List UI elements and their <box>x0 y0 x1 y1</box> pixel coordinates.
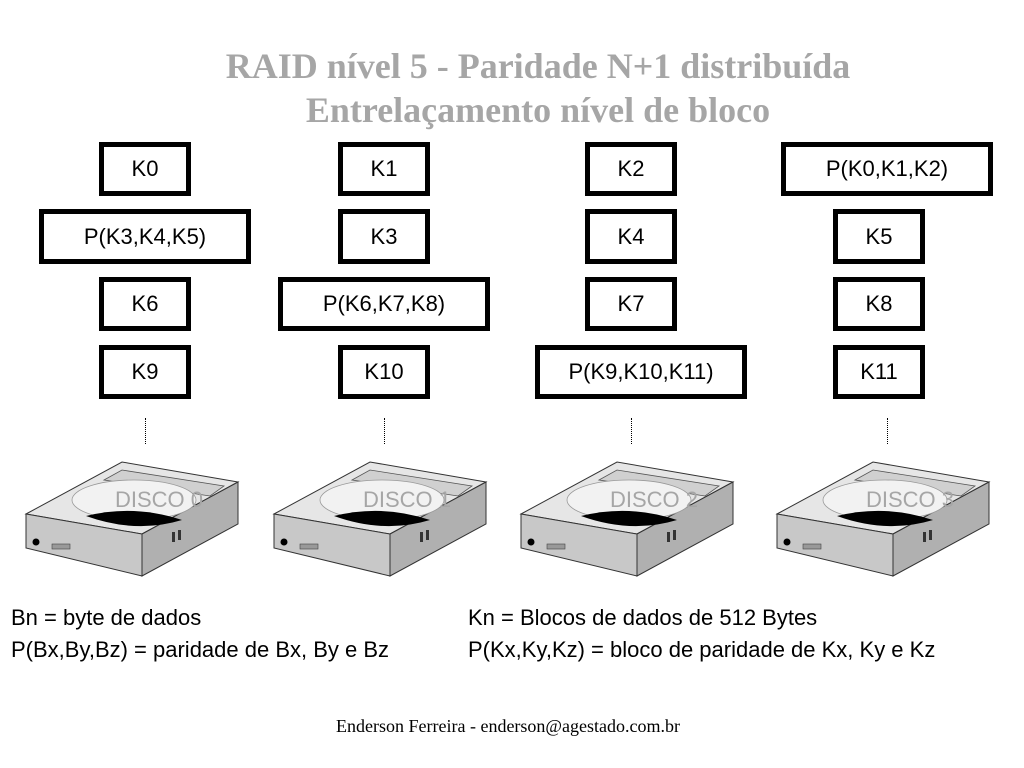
disk2-block-2: K4 <box>585 209 677 264</box>
slide-title: RAID nível 5 - Paridade N+1 distribuída … <box>0 44 1024 132</box>
disk3-block-4: K11 <box>833 345 925 399</box>
disk-2: DISCO 2 <box>519 460 735 582</box>
disk-label: DISCO 1 <box>362 487 452 512</box>
hard-drive-icon <box>24 461 240 577</box>
disk1-block-2: K3 <box>338 209 430 264</box>
disk0-block-4: K9 <box>99 345 191 399</box>
disk0-parity-block: P(K3,K4,K5) <box>39 209 251 264</box>
hard-drive-icon <box>775 461 991 577</box>
disk1-parity-block: P(K6,K7,K8) <box>278 277 490 331</box>
disk-3: DISCO 3 <box>775 460 991 582</box>
disk1-continuation-dots <box>384 418 385 444</box>
legend-right: Kn = Blocos de dados de 512 Bytes P(Kx,K… <box>468 602 935 666</box>
disk3-continuation-dots <box>887 418 888 444</box>
disk0-block-1: K0 <box>99 142 191 196</box>
disk0-continuation-dots <box>145 418 146 444</box>
disk2-block-3: K7 <box>585 277 677 331</box>
disk2-parity-block: P(K9,K10,K11) <box>535 345 747 399</box>
disk-1: DISCO 1 <box>272 460 488 582</box>
disk3-block-2: K5 <box>833 209 925 264</box>
legend-block-parity-definition: P(Kx,Ky,Kz) = bloco de paridade de Kx, K… <box>468 637 936 662</box>
disk-0: DISCO 0 <box>24 460 240 582</box>
disk-label: DISCO 3 <box>865 487 955 512</box>
disk3-parity-block: P(K0,K1,K2) <box>781 142 993 196</box>
disk0-block-3: K6 <box>99 277 191 331</box>
legend-block-definition: Kn = Blocos de dados de 512 Bytes <box>468 605 818 630</box>
hard-drive-icon <box>272 461 488 577</box>
hard-drive-icon <box>519 461 735 577</box>
legend-byte-definition: Bn = byte de dados <box>11 605 202 630</box>
legend-byte-parity-definition: P(Bx,By,Bz) = paridade de Bx, By e Bz <box>11 637 390 662</box>
disk3-block-3: K8 <box>833 277 925 331</box>
disk-label: DISCO 0 <box>114 487 204 512</box>
disk-label: DISCO 2 <box>609 487 699 512</box>
disk2-continuation-dots <box>631 418 632 444</box>
author-footer: Enderson Ferreira - enderson@agestado.co… <box>336 716 680 736</box>
disk1-block-4: K10 <box>338 345 430 399</box>
title-line-1: RAID nível 5 - Paridade N+1 distribuída <box>225 46 851 86</box>
disk2-block-1: K2 <box>585 142 677 196</box>
title-line-2: Entrelaçamento nível de bloco <box>305 90 771 130</box>
disk1-block-1: K1 <box>338 142 430 196</box>
legend-left: Bn = byte de dados P(Bx,By,Bz) = paridad… <box>11 602 389 666</box>
